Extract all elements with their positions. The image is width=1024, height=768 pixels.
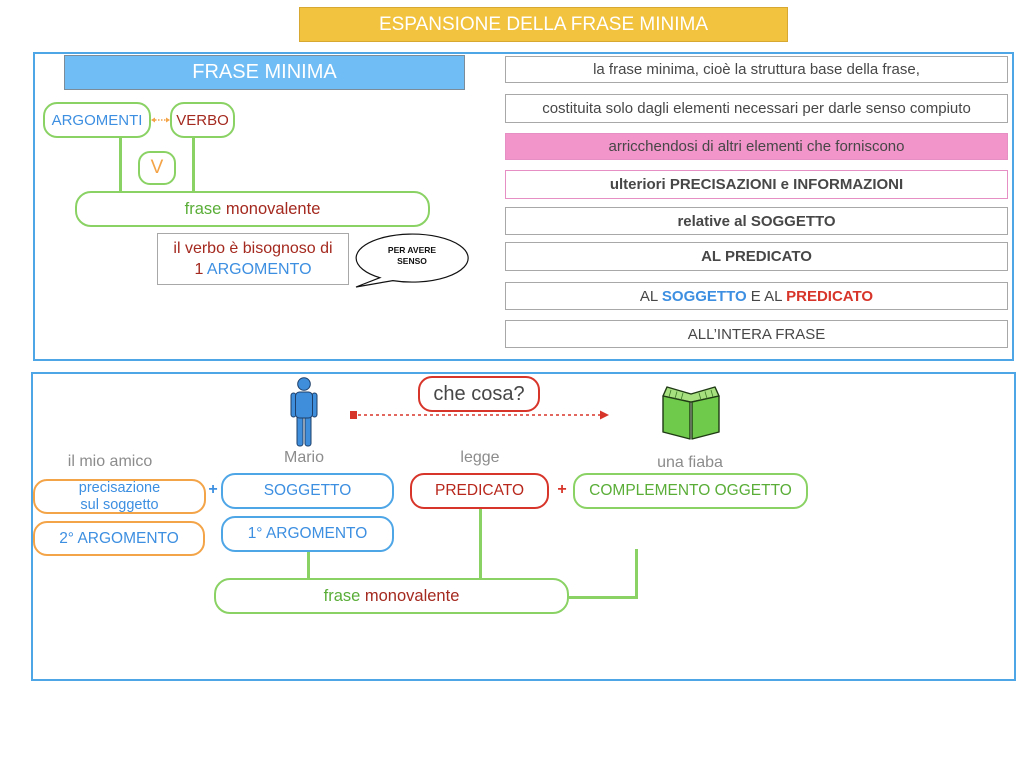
precisazione-line2: sul soggetto [80, 496, 159, 513]
connector-line [192, 138, 195, 191]
complemento-oggetto-label: COMPLEMENTO OGGETTO [589, 482, 792, 499]
predicato-label: PREDICATO [435, 482, 524, 499]
slide-title: ESPANSIONE DELLA FRASE MINIMA [299, 7, 788, 42]
verbo-box: VERBO [170, 102, 235, 138]
speech-bubble-line1: PER AVERE [387, 245, 437, 255]
info-item-1-text: la frase minima, cioè la struttura base … [593, 61, 920, 78]
precisazione-line1: precisazione [78, 479, 161, 496]
connector-line [307, 552, 310, 578]
speech-bubble-line2: SENSO [397, 256, 427, 266]
top-panel-frame [33, 52, 1014, 361]
info-item-5: relative al SOGGETTO [505, 207, 1008, 235]
frase-word: frase [184, 199, 222, 218]
connector-line [635, 549, 638, 599]
info-item-6-text: AL PREDICATO [701, 248, 812, 265]
slide-title-text: ESPANSIONE DELLA FRASE MINIMA [378, 13, 709, 35]
info-item-7-soggetto: SOGGETTO [661, 287, 747, 305]
precisazione-text: precisazione sul soggetto [79, 480, 160, 514]
info-item-1: la frase minima, cioè la struttura base … [505, 56, 1008, 83]
frase-word: frase [323, 586, 361, 605]
verb-need-line1: il verbo è bisognoso di [173, 240, 333, 257]
v-box: V [138, 151, 176, 185]
frase-minima-heading-text: FRASE MINIMA [192, 61, 337, 83]
bottom-panel-frame [31, 372, 1016, 681]
info-item-8-text: ALL’INTERA FRASE [687, 325, 826, 343]
question-text: che cosa? [433, 382, 525, 405]
argomenti-box: ARGOMENTI [43, 102, 151, 138]
connector-line [119, 138, 122, 191]
info-item-3: arricchendosi di altri elementi che forn… [505, 133, 1008, 160]
argomento-2-box: 2° ARGOMENTO [33, 521, 205, 556]
plus-sign: + [557, 481, 567, 498]
verb-need-box: il verbo è bisognoso di 1 ARGOMENTO [157, 233, 349, 285]
word-verb: legge [460, 449, 500, 466]
argomento-2-label: 2° ARGOMENTO [59, 529, 179, 547]
predicato-box: PREDICATO [410, 473, 549, 509]
verbo-label: VERBO [176, 111, 229, 129]
info-item-5-text: relative al SOGGETTO [677, 212, 836, 230]
verb-need-count: 1 [194, 261, 204, 278]
info-item-7-part1: AL [639, 287, 658, 305]
info-item-4-text: ulteriori PRECISAZIONI e INFORMAZIONI [609, 176, 904, 193]
info-item-2-text: costituita solo dagli elementi necessari… [542, 100, 971, 117]
double-arrow-icon [151, 117, 170, 123]
dotted-arrow-icon [350, 410, 609, 420]
connector-line [479, 509, 482, 578]
frase-monovalente-bottom-text: frase monovalente [324, 587, 460, 606]
speech-bubble-text: PER AVERE SENSO [362, 245, 462, 267]
precisazione-box: precisazione sul soggetto [33, 479, 206, 514]
frase-minima-heading: FRASE MINIMA [64, 55, 465, 90]
info-item-2: costituita solo dagli elementi necessari… [505, 94, 1008, 123]
info-item-7-predicato: PREDICATO [786, 287, 874, 305]
info-item-7-text: AL SOGGETTO E AL PREDICATO [640, 288, 873, 305]
verb-need-text: il verbo è bisognoso di 1 ARGOMENTO [173, 238, 332, 280]
soggetto-label: SOGGETTO [263, 482, 352, 499]
book-icon [662, 386, 720, 440]
person-icon [290, 377, 318, 447]
argomento-1-label: 1° ARGOMENTO [247, 525, 368, 542]
frase-monovalente-bottom-box: frase monovalente [214, 578, 569, 614]
speech-bubble-icon [355, 233, 469, 288]
monovalente-word: monovalente [225, 199, 321, 218]
word-subject: Mario [283, 449, 324, 466]
connector-line [569, 596, 638, 599]
info-item-4: ulteriori PRECISAZIONI e INFORMAZIONI [505, 170, 1008, 199]
soggetto-box: SOGGETTO [221, 473, 394, 509]
word-object: una fiaba [657, 454, 723, 471]
plus-sign: + [208, 481, 218, 498]
frase-monovalente-box: frase monovalente [75, 191, 430, 227]
info-item-3-text: arricchendosi di altri elementi che forn… [608, 138, 905, 155]
question-box: che cosa? [418, 376, 540, 412]
v-label: V [150, 157, 164, 178]
info-item-6: AL PREDICATO [505, 242, 1008, 271]
argomento-1-box: 1° ARGOMENTO [221, 516, 394, 552]
verb-need-argomento: ARGOMENTO [206, 261, 312, 278]
verb-need-line2: 1 ARGOMENTO [173, 259, 332, 280]
info-item-8: ALL’INTERA FRASE [505, 320, 1008, 348]
info-item-7: AL SOGGETTO E AL PREDICATO [505, 282, 1008, 310]
monovalente-word: monovalente [364, 586, 460, 605]
info-item-7-part3: E AL [750, 287, 782, 305]
complemento-oggetto-box: COMPLEMENTO OGGETTO [573, 473, 808, 509]
argomenti-label: ARGOMENTI [51, 111, 143, 129]
word-modifier: il mio amico [67, 453, 153, 470]
frase-monovalente-text: frase monovalente [185, 200, 321, 219]
